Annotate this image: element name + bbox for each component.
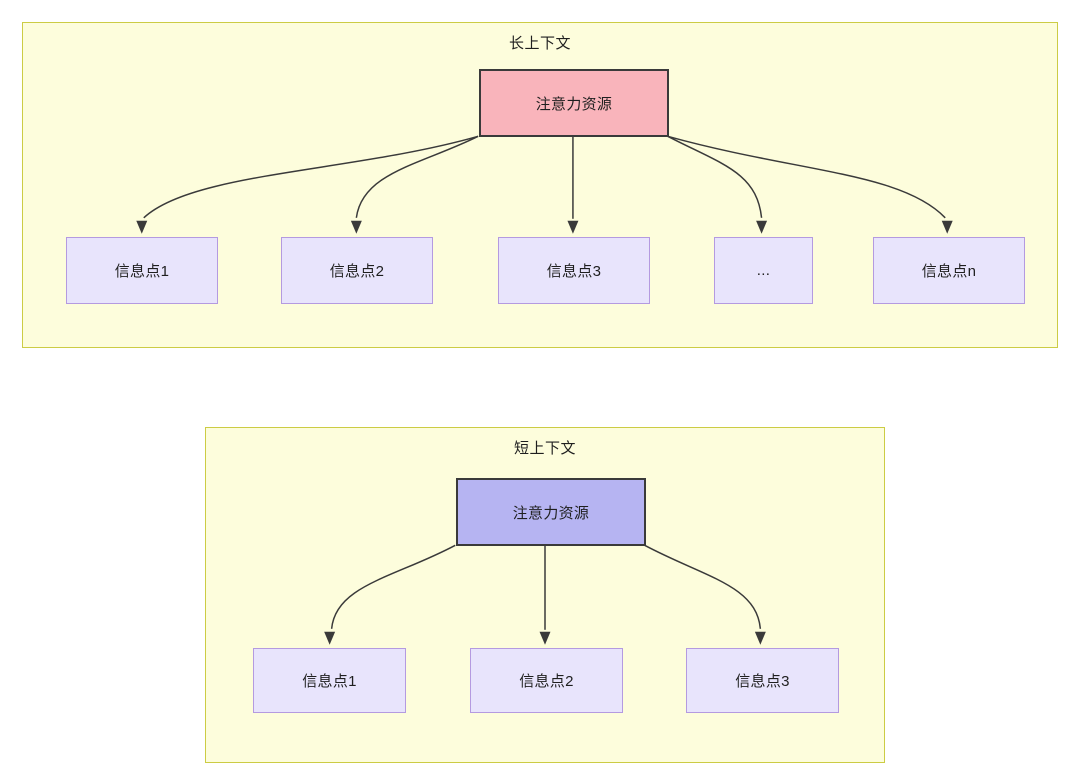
edge-root-to-leaf-3	[644, 544, 762, 629]
node-label: ...	[756, 262, 771, 279]
node-label: 信息点3	[546, 263, 602, 280]
node-label: 注意力资源	[535, 95, 613, 113]
node-label: 信息点2	[519, 673, 574, 690]
arrowhead-leaf-3	[567, 220, 579, 234]
edge-root-to-leaf-2	[355, 135, 479, 218]
node-info-point-2-long[interactable]: 信息点2	[281, 237, 433, 304]
panel-long-context-title: 长上下文	[508, 35, 571, 52]
panel-short-context: 短上下文 注意力资源 信息点1 信息点2 信息点3	[205, 427, 885, 763]
node-info-point-3-short[interactable]: 信息点3	[686, 648, 839, 713]
node-info-point-3-long[interactable]: 信息点3	[498, 237, 650, 304]
node-label: 注意力资源	[512, 504, 590, 522]
arrowhead-leaf-5	[941, 220, 953, 234]
node-label: 信息点2	[329, 263, 385, 280]
node-label: 信息点1	[114, 263, 170, 280]
node-info-point-ellipsis-long[interactable]: ...	[714, 237, 813, 304]
node-label: 信息点n	[921, 263, 977, 280]
panel-short-context-title: 短上下文	[513, 440, 576, 457]
edge-root-to-leaf-5	[667, 135, 946, 219]
node-attention-resource-long[interactable]: 注意力资源	[479, 69, 669, 137]
edge-root-to-leaf-1	[143, 135, 479, 219]
arrowhead-leaf-4	[756, 220, 768, 234]
arrowhead-leaf-2	[539, 631, 551, 645]
edge-root-to-leaf-4	[667, 135, 763, 218]
node-info-point-n-long[interactable]: 信息点n	[873, 237, 1025, 304]
node-info-point-2-short[interactable]: 信息点2	[470, 648, 623, 713]
arrowhead-leaf-1	[324, 631, 336, 645]
node-attention-resource-short[interactable]: 注意力资源	[456, 478, 646, 546]
node-label: 信息点1	[302, 673, 357, 690]
arrowhead-leaf-3	[754, 631, 766, 645]
panel-long-context: 长上下文 注意力资源 信息点1 信息点	[22, 22, 1058, 348]
edge-root-to-leaf-1	[330, 544, 456, 629]
node-label: 信息点3	[735, 673, 790, 690]
arrowhead-leaf-2	[350, 220, 362, 234]
arrowhead-leaf-1	[136, 220, 148, 234]
node-info-point-1-long[interactable]: 信息点1	[66, 237, 218, 304]
node-info-point-1-short[interactable]: 信息点1	[253, 648, 406, 713]
